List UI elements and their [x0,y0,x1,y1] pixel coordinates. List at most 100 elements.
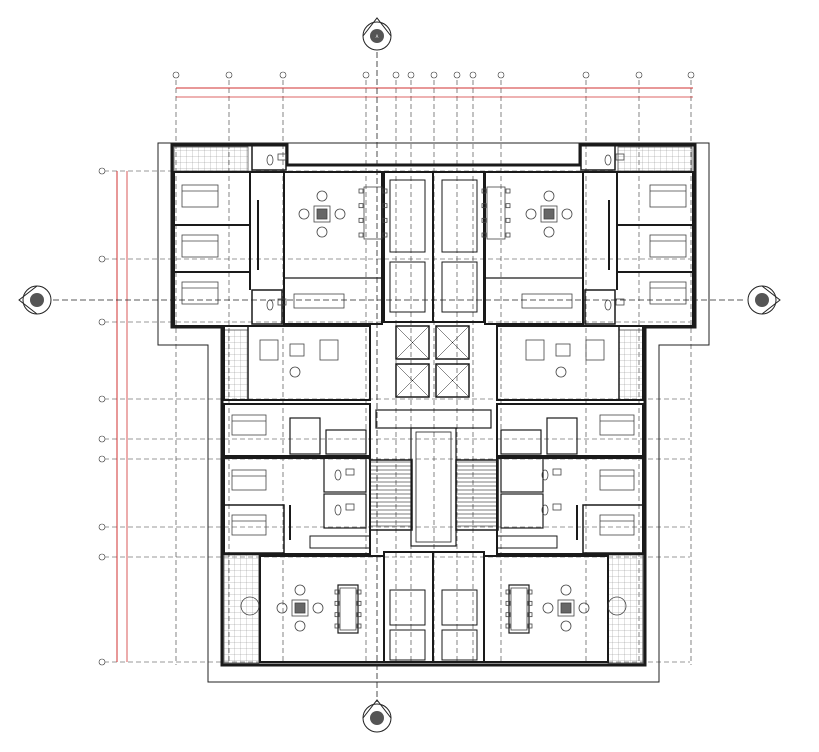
grid-bubble [407,71,415,79]
armchair-icon [312,602,324,614]
grid-bubble [392,71,400,79]
chair-icon [382,232,388,238]
chair-icon [481,217,487,223]
coffee-table [291,599,309,617]
chair-icon [358,217,364,223]
site-outline [157,142,710,683]
chair-icon [505,232,511,238]
armchair-icon [294,584,306,596]
armchair-icon [316,226,328,238]
sink-icon [345,503,355,511]
sofa-icon [293,293,345,309]
bed-icon [599,414,635,436]
section-mark-bottom [362,699,392,733]
coffee-table [289,343,305,357]
bed-icon [649,184,687,208]
rug-icon [543,208,555,220]
bed-icon [649,234,687,258]
grid-bubble [430,71,438,79]
tv-unit [585,339,605,361]
toilet-icon [266,299,274,311]
chair-icon [505,600,511,606]
bed-icon [649,281,687,305]
unit-sw [259,555,385,663]
sink-icon [615,153,625,161]
chair-icon [358,203,364,209]
bed-icon [599,514,635,536]
sink-icon [345,468,355,476]
toilet-icon [266,154,274,166]
chair-icon [356,600,362,606]
chair-icon [481,232,487,238]
sink-icon [615,298,625,306]
grid-bubble [98,318,106,326]
armchair-icon [555,366,567,378]
grid-bubbles [98,71,695,666]
dimension-top [176,87,693,98]
armchair-icon [298,208,310,220]
grid-bubble [582,71,590,79]
building-core [369,171,499,663]
coffee-table [540,205,558,223]
grid-bubble [469,71,477,79]
unit-east-middle [496,325,644,555]
chair-icon [356,612,362,618]
round-table-icon [240,596,260,616]
chair-icon [481,188,487,194]
unit-west-middle [223,325,371,555]
grid-bubble [98,435,106,443]
grid-bubble [98,395,106,403]
bed-icon [231,414,267,436]
grid-bubble [225,71,233,79]
grid-bubble [98,658,106,666]
chair-icon [382,217,388,223]
chair-icon [356,589,362,595]
rug-icon [294,602,306,614]
terrace-hatching [173,146,693,664]
chair-icon [527,600,533,606]
grid-bubble [497,71,505,79]
grid-bubble [453,71,461,79]
chair-icon [358,188,364,194]
grid-bubble [98,455,106,463]
unit-ne [484,144,694,327]
chair-icon [481,203,487,209]
sofa-icon [521,293,573,309]
sofa-icon [525,339,545,361]
chair-icon [505,217,511,223]
grid-bubble [687,71,695,79]
toilet-icon [604,299,612,311]
bed-icon [231,469,267,491]
armchair-icon [578,602,590,614]
toilet-icon [604,154,612,166]
unit-se [483,555,609,663]
chair-icon [356,623,362,629]
armchair-icon [560,584,572,596]
bed-icon [181,234,219,258]
sink-icon [552,468,562,476]
grid-bubble [98,523,106,531]
toilet-icon [541,504,549,516]
armchair-icon [525,208,537,220]
coffee-table [557,599,575,617]
armchair-icon [294,620,306,632]
chair-icon [505,612,511,618]
grid-bubble [635,71,643,79]
rug-icon [560,602,572,614]
chair-icon [527,589,533,595]
armchair-icon [289,366,301,378]
chair-icon [527,612,533,618]
rug-icon [316,208,328,220]
chair-icon [358,232,364,238]
sink-icon [277,298,287,306]
section-mark-left [18,285,52,315]
sofa-icon [259,339,279,361]
chair-icon [382,188,388,194]
section-mark-right [747,285,781,315]
chair-icon [334,612,340,618]
dining-table [510,587,528,631]
armchair-icon [276,602,288,614]
chair-icon [334,623,340,629]
section-mark-top: A [362,17,392,51]
dimension-left [116,171,128,662]
